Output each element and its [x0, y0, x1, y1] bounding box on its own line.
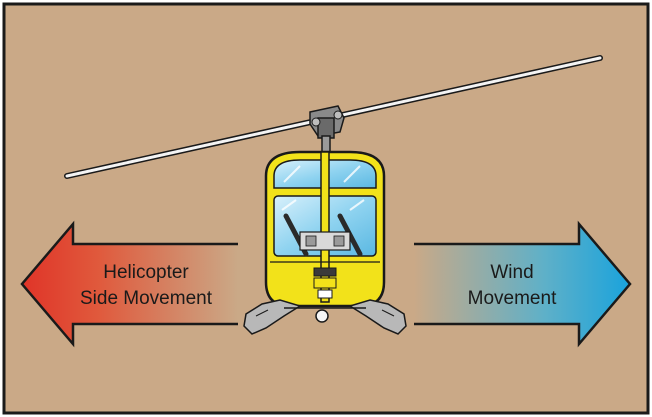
left-arrow-label-line2: Side Movement: [80, 288, 213, 309]
landing-skids: [243, 299, 407, 335]
helicopter-front-view-icon: [64, 55, 603, 335]
center-frame: [320, 151, 330, 303]
rotor-hub: [309, 105, 345, 153]
left-arrow-label-line1: Helicopter: [103, 262, 189, 283]
right-arrow-label-line2: Movement: [468, 288, 557, 309]
instrument-panel: [299, 231, 351, 251]
right-arrow-icon: [414, 220, 632, 348]
nose-light: [315, 309, 329, 323]
right-arrow-label-line1: Wind: [490, 262, 533, 283]
left-arrow-icon: [20, 220, 238, 348]
nose-details: [270, 261, 380, 299]
